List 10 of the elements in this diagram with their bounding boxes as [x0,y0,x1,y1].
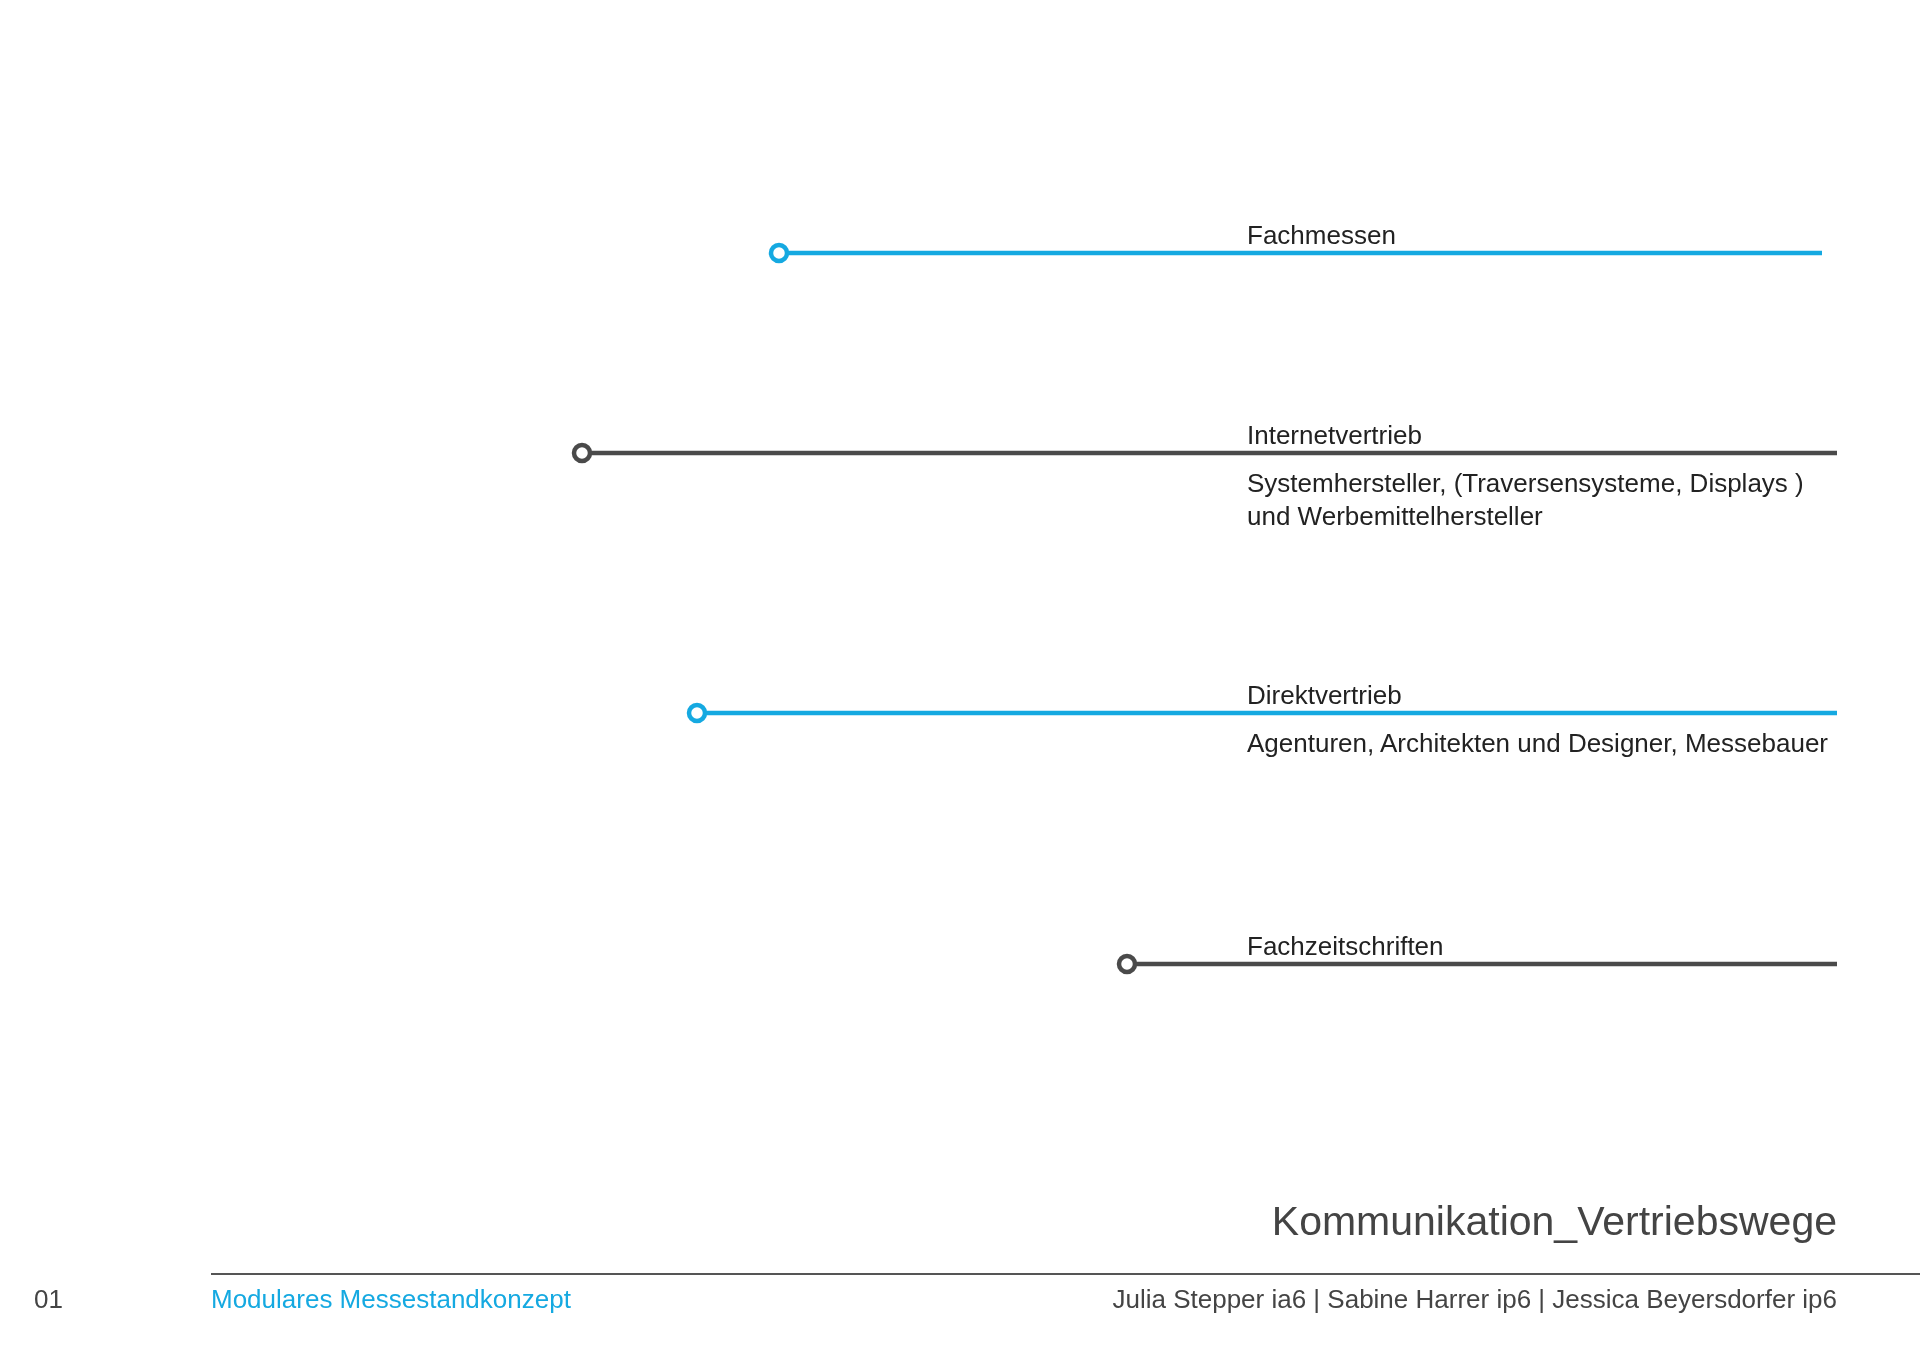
footer-text: Julia Stepper ia6 | Sabine Harrer ip6 | Jessica Beyersdorfer ip6 [1112,1284,1837,1315]
channel-heading: Fachzeitschriften [1247,931,1444,962]
channel-heading: Direktvertrieb [1247,680,1402,711]
channel-description: Systemhersteller, (Traversensysteme, Displays ) und Werbemittelhersteller [1247,467,1805,533]
page-title: Kommunikation_Vertriebswege [1271,1198,1837,1245]
footer-text: 01 [34,1284,63,1315]
footer-text: Modulares Messestandkonzept [211,1284,571,1315]
channel-heading: Internetvertrieb [1247,420,1422,451]
channel-description: Agenturen, Architekten und Designer, Messebauer [1247,727,1830,760]
channel-heading: Fachmessen [1247,220,1396,251]
